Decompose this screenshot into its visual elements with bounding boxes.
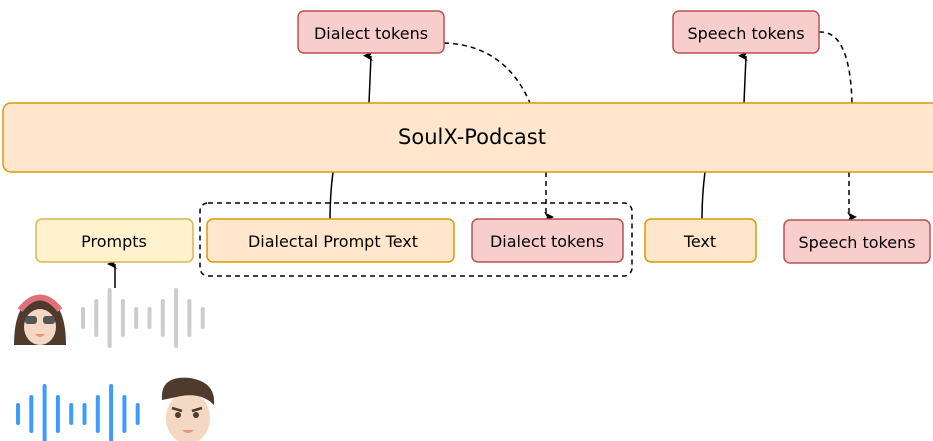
arrow-model-to-dialect-tokens [363, 51, 374, 104]
line-text-to-model [701, 171, 706, 220]
arrow-model-to-speech-tokens [738, 51, 749, 104]
blue-waveform-icon [16, 384, 140, 441]
output-speech-tokens-label: Speech tokens [687, 24, 804, 43]
input-dialect-tokens-label: Dialect tokens [490, 232, 604, 251]
input-dialect-tokens-box [471, 218, 624, 263]
input-text-box [644, 218, 757, 263]
dashed-dialect-feedback [443, 42, 531, 104]
input-dialectal-prompt-text-label: Dialectal Prompt Text [248, 232, 418, 251]
input-speech-tokens-label: Speech tokens [798, 233, 915, 252]
male-speaker-icon [161, 377, 215, 441]
input-prompts-label: Prompts [81, 232, 147, 251]
input-dialectal-prompt-text-box [206, 218, 455, 263]
output-dialect-tokens-label: Dialect tokens [314, 24, 428, 43]
input-text-label: Text [683, 232, 716, 251]
grey-waveform-icon [81, 288, 205, 348]
output-speech-tokens-box [672, 10, 820, 54]
dashed-speech-feedback [818, 31, 853, 104]
line-dialectal-text-to-model [329, 171, 334, 220]
model-label: SoulX-Podcast [398, 125, 546, 149]
model-box [2, 102, 933, 173]
output-dialect-tokens-box [297, 10, 445, 54]
input-prompts-box [35, 218, 194, 263]
input-speech-tokens-box [783, 219, 931, 264]
female-speaker-icon [14, 294, 66, 345]
prompt-group-dashed-box [199, 202, 633, 277]
